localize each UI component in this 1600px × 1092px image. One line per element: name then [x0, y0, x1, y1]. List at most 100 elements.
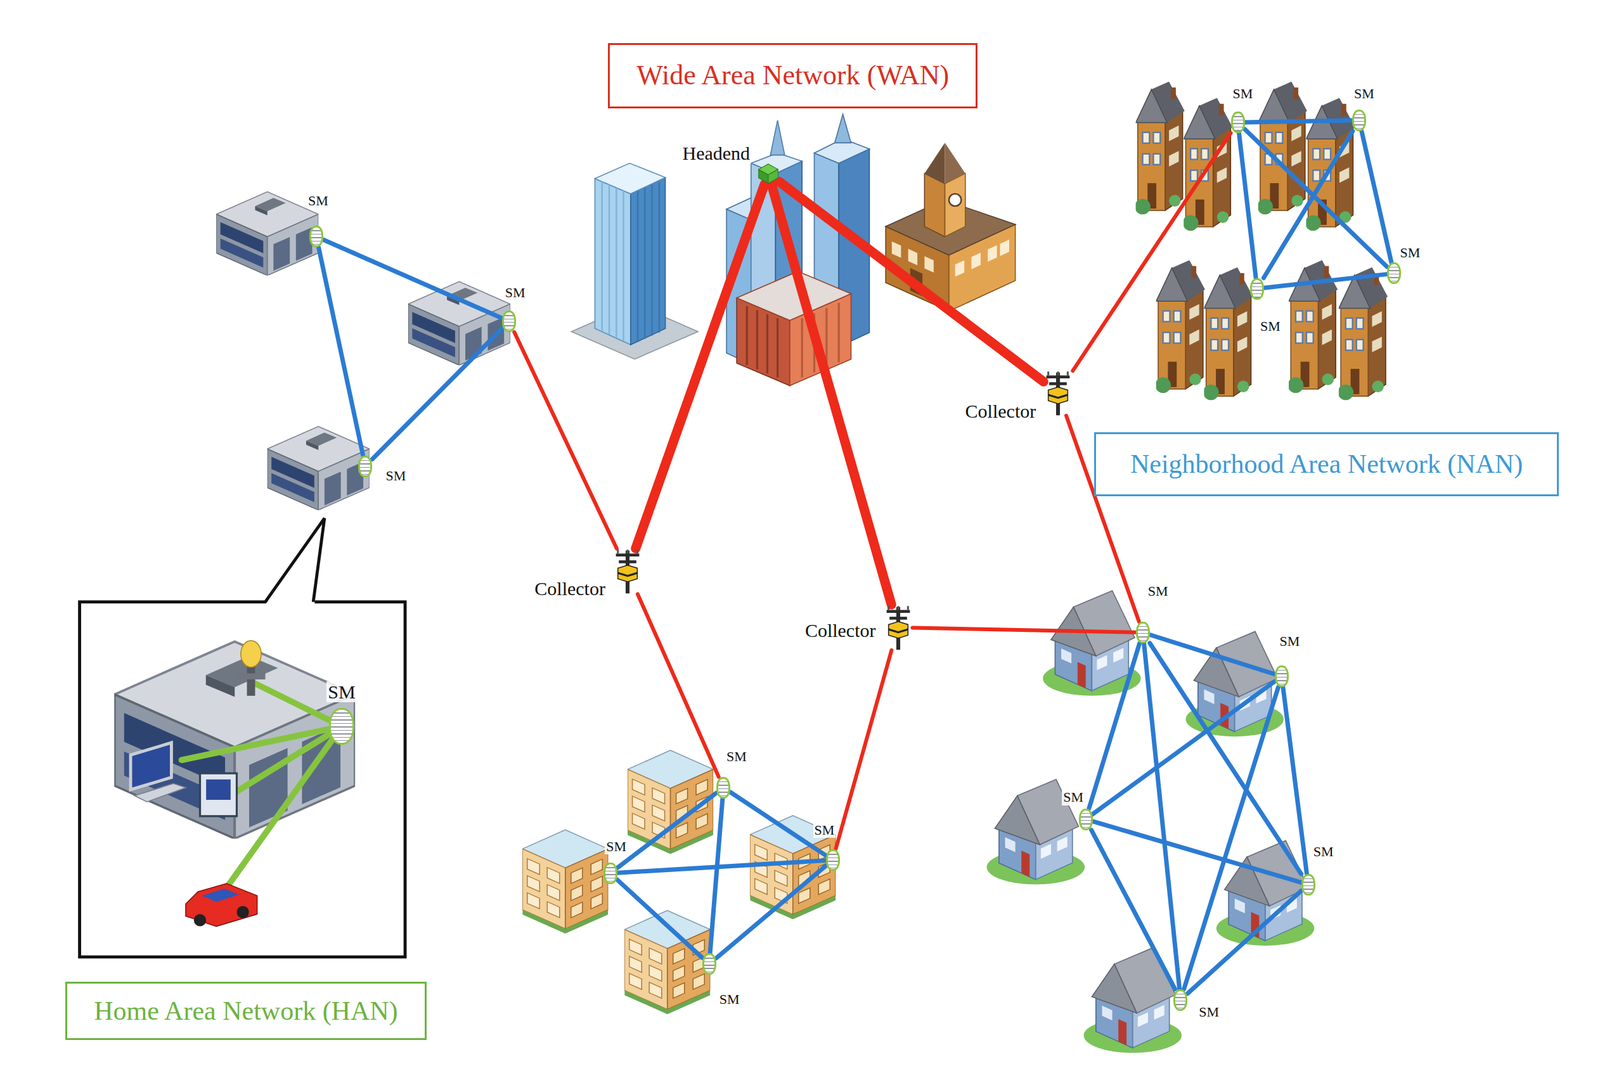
smart-meter: SM [1250, 278, 1265, 300]
town-hall [885, 142, 1015, 312]
home-inset [79, 602, 406, 958]
illustration [79, 81, 1389, 1053]
collector-link [637, 593, 719, 777]
home-devices [236, 905, 249, 918]
mesh-link [1263, 131, 1353, 279]
home-devices [185, 883, 258, 927]
home-devices [185, 883, 258, 927]
meter-label: SM [326, 681, 357, 703]
collector-icon [618, 565, 638, 582]
collector-icon [896, 606, 899, 610]
meter-label: SM [1146, 583, 1170, 600]
apartment-buildings [522, 750, 836, 1015]
smart-meter: SM [309, 225, 324, 248]
meter-label: SM [1258, 318, 1282, 335]
meter-label: SM [1061, 789, 1085, 806]
mesh-link [1245, 120, 1353, 123]
meter-label: SM [1398, 245, 1422, 261]
office-buildings [267, 426, 370, 511]
home-devices [247, 665, 256, 697]
meter-label: SM [813, 822, 837, 839]
smart-meter: SM [329, 708, 355, 745]
town-hall [924, 173, 945, 238]
smart-meter: SM [1135, 621, 1150, 644]
collector-pole: Collector [883, 604, 913, 651]
home-devices [202, 888, 239, 903]
mesh-link [716, 865, 826, 959]
home-devices [130, 742, 172, 790]
smart-meter: SM [1352, 109, 1367, 132]
collector-icon [1049, 382, 1067, 386]
collector-icon [626, 550, 629, 555]
smart-meter: SM [358, 455, 373, 478]
meter-label: SM [1278, 633, 1302, 650]
network-title-box: Neighborhood Area Network (NAN) [1094, 432, 1559, 497]
backhaul-link [779, 181, 1044, 383]
collector-link [912, 627, 1136, 633]
collector-icon [1048, 394, 1069, 399]
town-hall [924, 142, 945, 184]
collector-icon [888, 629, 908, 633]
meter-label: SM [604, 839, 628, 855]
home-devices [200, 773, 238, 817]
mesh-link [1184, 687, 1279, 989]
mesh-link [372, 328, 503, 459]
home-inset [265, 518, 325, 603]
mesh-link [1361, 131, 1392, 263]
network-name: Home Area Network (HAN) [93, 995, 398, 1027]
mesh-link [1283, 687, 1308, 874]
townhouses [1154, 259, 1206, 394]
collector-link [835, 650, 892, 850]
mesh-link [730, 792, 826, 856]
collector-icon [888, 621, 908, 639]
collector-icon [886, 609, 910, 613]
office-buildings [216, 192, 511, 511]
mesh-link [318, 247, 364, 456]
city-skyline [594, 178, 631, 345]
smart-meter: SM [716, 777, 731, 799]
mesh-link [1264, 274, 1388, 289]
mesh-link [1187, 891, 1301, 994]
meter-label: SM [1197, 1004, 1221, 1020]
city-skyline [770, 120, 785, 156]
mesh-link [617, 860, 826, 874]
mesh-link [1091, 830, 1176, 990]
home-devices [240, 640, 262, 668]
collector-icon [889, 616, 908, 620]
device-label: Headend [680, 142, 752, 164]
mesh-link [1092, 681, 1275, 814]
city-skyline [834, 114, 852, 143]
network-title-box: Home Area Network (HAN) [65, 981, 427, 1041]
collector-icon [618, 573, 638, 577]
home-devices [236, 673, 265, 680]
city-skyline [571, 114, 870, 386]
collector-pole: Collector [612, 548, 643, 594]
home-devices [130, 640, 342, 927]
collector-icon [1066, 371, 1069, 376]
town-hall [924, 256, 934, 273]
smart-meter: SM [1078, 808, 1093, 831]
city-skyline [602, 181, 624, 342]
collector-link [1072, 133, 1231, 371]
collector-pole: Collector [1043, 370, 1073, 416]
city-skyline [637, 181, 660, 343]
mesh-link [323, 239, 503, 319]
network-name: Neighborhood Area Network (NAN) [1130, 448, 1523, 480]
collector-icon [618, 561, 637, 565]
town-hall [948, 193, 962, 207]
mesh-link [617, 879, 703, 958]
home-devices [206, 779, 231, 800]
mesh-link [1239, 133, 1257, 278]
town-hall [1000, 239, 1010, 257]
mesh-link [617, 793, 717, 869]
collector-icon [636, 550, 639, 555]
houses [987, 590, 1315, 1053]
town-hall [945, 173, 966, 238]
network-name: Wide Area Network (WAN) [636, 59, 949, 92]
collector-link [514, 332, 617, 549]
collector-icon [616, 554, 640, 558]
meter-label: SM [1312, 844, 1336, 860]
headend-icon [758, 169, 769, 184]
